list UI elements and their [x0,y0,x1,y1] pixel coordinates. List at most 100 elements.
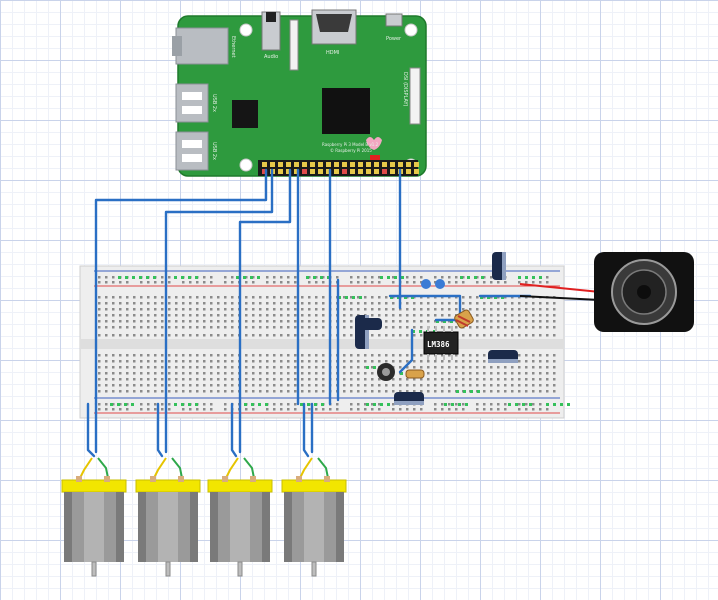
breadboard-hole [189,320,192,323]
breadboard-hole [525,314,528,317]
breadboard-hole [315,276,318,279]
breadboard-hole [98,302,101,305]
breadboard-hole [539,384,542,387]
breadboard-hole [399,366,402,369]
connected-hole [174,403,177,406]
breadboard-hole [224,366,227,369]
breadboard-hole [364,372,367,375]
gpio-pin [334,162,339,167]
breadboard-hole [140,308,143,311]
gpio-pin [358,169,363,174]
breadboard-hole [448,360,451,363]
breadboard-hole [427,384,430,387]
breadboard-hole [259,296,262,299]
breadboard-hole [217,372,220,375]
connected-hole [525,276,528,279]
breadboard-hole [189,314,192,317]
breadboard-hole [294,408,297,411]
connected-hole [146,276,149,279]
breadboard-hole [399,320,402,323]
breadboard-hole [546,408,549,411]
breadboard-hole [308,302,311,305]
breadboard-hole [224,302,227,305]
gpio-pin [358,162,363,167]
breadboard-hole [518,384,521,387]
breadboard-hole [210,302,213,305]
breadboard-hole [203,326,206,329]
breadboard-hole [511,334,514,337]
breadboard-hole [441,320,444,323]
breadboard-hole [371,314,374,317]
breadboard-hole [112,408,115,411]
power-port: Power [385,13,403,42]
breadboard-hole [539,360,542,363]
breadboard-hole [259,378,262,381]
breadboard-hole [553,360,556,363]
breadboard-hole [294,378,297,381]
capacitor-2 [358,318,382,330]
breadboard-hole [532,326,535,329]
breadboard-hole [399,384,402,387]
connected-hole [487,296,490,299]
breadboard-hole [322,354,325,357]
breadboard-hole [259,320,262,323]
breadboard-hole [420,384,423,387]
breadboard-hole [140,366,143,369]
breadboard-hole [406,384,409,387]
breadboard-hole [119,378,122,381]
breadboard-hole [350,408,353,411]
breadboard-hole [427,390,430,393]
breadboard-hole [133,390,136,393]
breadboard-hole [385,314,388,317]
connected-hole [508,403,511,406]
breadboard-hole [273,320,276,323]
breadboard-hole [364,281,367,284]
breadboard-hole [532,403,535,406]
connected-hole [306,276,309,279]
breadboard-hole [259,360,262,363]
dc-motor-3 [207,457,273,577]
resistor-1 [454,309,474,329]
breadboard-hole [455,384,458,387]
breadboard-hole [112,354,115,357]
breadboard-hole [406,302,409,305]
breadboard-hole [392,334,395,337]
breadboard-hole [476,326,479,329]
breadboard-hole [182,334,185,337]
breadboard-hole [266,354,269,357]
connected-hole [387,403,390,406]
breadboard-hole [245,302,248,305]
breadboard-hole [378,403,381,406]
breadboard-hole [203,390,206,393]
breadboard-hole [259,326,262,329]
breadboard-hole [210,334,213,337]
breadboard-hole [420,408,423,411]
breadboard-hole [546,281,549,284]
breadboard-hole [210,366,213,369]
breadboard-hole [161,334,164,337]
breadboard-hole [133,354,136,357]
breadboard-hole [504,308,507,311]
breadboard-hole [490,314,493,317]
breadboard-hole [252,360,255,363]
breadboard-hole [105,326,108,329]
breadboard-hole [105,372,108,375]
breadboard-hole [455,408,458,411]
breadboard-hole [231,320,234,323]
breadboard-hole [427,320,430,323]
breadboard-hole [245,372,248,375]
breadboard-hole [364,366,367,369]
breadboard-hole [189,334,192,337]
connected-hole [532,276,535,279]
breadboard-hole [119,372,122,375]
breadboard-hole [217,390,220,393]
breadboard-hole [441,308,444,311]
breadboard-hole [518,334,521,337]
breadboard-hole [161,354,164,357]
breadboard-hole [357,366,360,369]
breadboard-hole [371,390,374,393]
connected-hole [117,403,120,406]
breadboard-hole [518,296,521,299]
connected-hole [477,390,480,393]
breadboard-hole [252,308,255,311]
